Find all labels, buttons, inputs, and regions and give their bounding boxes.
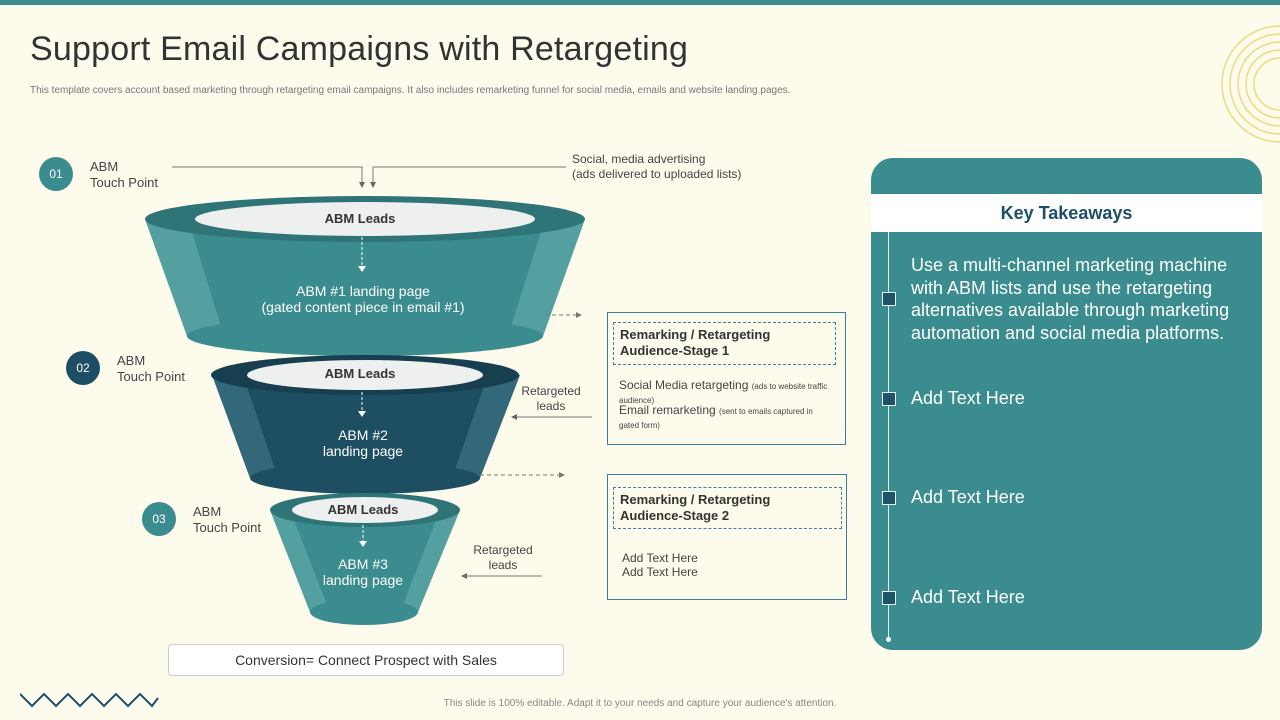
stage-1-item-social: Social Media retargeting (ads to website… xyxy=(619,378,828,406)
timeline-line xyxy=(888,232,889,640)
page-subtitle: This template covers account based marke… xyxy=(30,85,791,96)
timeline-marker-4 xyxy=(882,591,896,605)
timeline-end-dot xyxy=(886,637,891,642)
timeline-marker-2 xyxy=(882,392,896,406)
step-03-badge: 03 xyxy=(142,502,176,536)
takeaway-item-2: Add Text Here xyxy=(911,388,1025,408)
tier-1-leads-label: ABM Leads xyxy=(324,211,396,226)
page-title: Support Email Campaigns with Retargeting xyxy=(30,30,689,68)
funnel-tier-1 xyxy=(145,196,585,356)
timeline-marker-3 xyxy=(882,491,896,505)
social-media-note: Social, media advertising(ads delivered … xyxy=(572,152,742,181)
takeaway-item-3: Add Text Here xyxy=(911,487,1025,507)
step-02-badge: 02 xyxy=(66,351,100,385)
top-accent-bar xyxy=(0,0,1280,5)
tier-3-leads-label: ABM Leads xyxy=(327,502,399,517)
key-takeaways-panel xyxy=(871,158,1262,650)
stage-2-item-1: Add Text Here xyxy=(622,551,698,565)
tier-1-landing-page: ABM #1 landing page(gated content piece … xyxy=(261,283,465,315)
concentric-circles-decoration xyxy=(1221,25,1280,143)
step-01-badge: 01 xyxy=(39,157,73,191)
zigzag-decoration xyxy=(20,692,159,708)
stage-2-item-2: Add Text Here xyxy=(622,565,698,579)
takeaway-item-4: Add Text Here xyxy=(911,587,1025,607)
footer-note: This slide is 100% editable. Adapt it to… xyxy=(443,698,837,709)
funnel-tier-2 xyxy=(211,355,520,494)
stage-1-item-email: Email remarketing (sent to emails captur… xyxy=(619,403,813,431)
funnel-diagram xyxy=(145,166,592,625)
takeaway-item-1: Use a multi-channel marketing machine wi… xyxy=(911,255,1230,343)
timeline-marker-1 xyxy=(882,292,896,306)
top-connectors xyxy=(172,166,566,188)
conversion-box: Conversion= Connect Prospect with Sales xyxy=(168,644,564,676)
funnel-tier-3 xyxy=(270,493,460,625)
stage-1-box xyxy=(607,312,846,445)
tier-2-leads-label: ABM Leads xyxy=(324,366,396,381)
key-takeaways-heading: Key Takeaways xyxy=(871,194,1262,232)
stage-2-box xyxy=(607,474,847,600)
